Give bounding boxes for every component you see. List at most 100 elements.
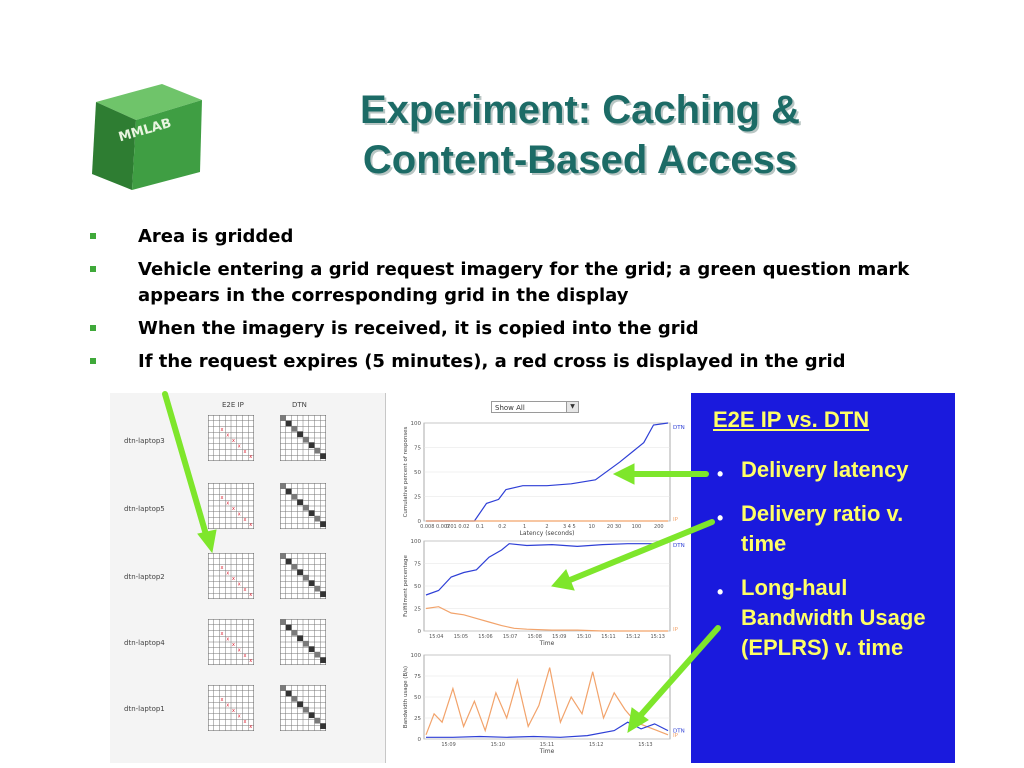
bullet-item: When the imagery is received, it is copi… [88, 316, 948, 342]
bullet-dot-icon: • [717, 464, 724, 484]
bullet-dot-icon: • [717, 508, 724, 528]
legend-label: DTN [673, 425, 685, 431]
square-bullet-icon [90, 358, 96, 364]
x-axis-label: Latency (seconds) [520, 530, 575, 537]
x-tick-label: 100 [632, 524, 642, 530]
svg-text:x: x [226, 636, 229, 642]
x-tick-label: 1 [523, 524, 526, 530]
svg-text:x: x [249, 592, 252, 598]
svg-text:x: x [249, 724, 252, 730]
x-tick-label: 0.008 0.007 [420, 524, 450, 530]
svg-text:x: x [221, 631, 224, 637]
svg-text:x: x [226, 500, 229, 506]
grid-thumbnail [280, 415, 326, 461]
slide-title-line1: Experiment: Caching & [359, 88, 801, 132]
x-tick-label: 10 [589, 524, 595, 530]
x-tick-label: 15:10 [577, 634, 591, 640]
svg-text:x: x [226, 702, 229, 708]
legend-label: IP [673, 627, 679, 633]
y-tick-label: 50 [414, 470, 421, 476]
svg-text:x: x [238, 647, 241, 653]
x-tick-label: 15:07 [503, 634, 517, 640]
y-tick-label: 0 [418, 519, 422, 525]
bullet-item: Area is gridded [88, 224, 948, 250]
x-tick-label: 15:09 [552, 634, 566, 640]
x-tick-label: 15:08 [527, 634, 541, 640]
chevron-down-icon[interactable]: ▼ [566, 402, 578, 412]
grid-display-panel: E2E IP DTN dtn-laptop3 dtn-laptop5 dtn-l… [110, 393, 386, 763]
square-bullet-icon [90, 233, 96, 239]
svg-text:x: x [232, 438, 235, 444]
experiment-figure: E2E IP DTN dtn-laptop3 dtn-laptop5 dtn-l… [110, 393, 955, 763]
x-tick-label: 15:05 [454, 634, 468, 640]
x-tick-label: 2 [545, 524, 548, 530]
grid-thumbnail [280, 553, 326, 599]
row-label: dtn-laptop2 [124, 573, 165, 581]
svg-text:x: x [232, 708, 235, 714]
svg-text:x: x [244, 449, 247, 455]
square-bullet-icon [90, 325, 96, 331]
legend-label: DTN [673, 543, 685, 549]
svg-text:x: x [232, 642, 235, 648]
x-tick-label: 200 [654, 524, 664, 530]
svg-text:x: x [244, 719, 247, 725]
y-axis-label: Bandwidth usage (B/s) [403, 666, 409, 728]
x-tick-label: 15:10 [491, 742, 505, 748]
x-tick-label: 15:09 [441, 742, 455, 748]
x-axis-label: Time [539, 640, 555, 647]
column-header-dtn: DTN [292, 401, 307, 409]
x-tick-label: 15:12 [589, 742, 603, 748]
svg-text:x: x [238, 511, 241, 517]
legend-label: IP [673, 733, 679, 739]
series-line-ip [425, 667, 669, 736]
x-tick-label: 0.01 0.02 [446, 524, 470, 530]
x-axis-label: Time [539, 748, 555, 755]
svg-text:x: x [221, 565, 224, 571]
square-bullet-icon [90, 266, 96, 272]
svg-text:x: x [249, 658, 252, 664]
y-tick-label: 0 [418, 629, 422, 635]
grid-thumbnail [280, 619, 326, 665]
row-label: dtn-laptop4 [124, 639, 165, 647]
summary-item: •Long-haul Bandwidth Usage (EPLRS) v. ti… [717, 575, 926, 660]
y-tick-label: 75 [414, 446, 421, 452]
y-tick-label: 25 [414, 607, 421, 613]
svg-text:x: x [232, 576, 235, 582]
legend-label: IP [673, 517, 679, 523]
y-tick-label: 50 [414, 695, 421, 701]
grid-thumbnail [280, 483, 326, 529]
x-tick-label: 15:13 [638, 742, 652, 748]
y-tick-label: 25 [414, 495, 421, 501]
x-tick-label: 15:04 [429, 634, 443, 640]
svg-text:x: x [238, 443, 241, 449]
legend-label: DTN [673, 729, 685, 735]
svg-text:x: x [238, 581, 241, 587]
y-tick-label: 75 [414, 674, 421, 680]
svg-text:x: x [244, 517, 247, 523]
show-filter-dropdown[interactable]: Show All▼ [491, 401, 579, 413]
x-tick-label: 0.1 [476, 524, 484, 530]
summary-panel: E2E IP vs. DTN •Delivery latency •Delive… [691, 393, 955, 763]
svg-text:x: x [249, 454, 252, 460]
svg-text:x: x [238, 713, 241, 719]
y-tick-label: 25 [414, 716, 421, 722]
summary-item: •Delivery ratio v. time [717, 501, 904, 556]
x-tick-label: 20 30 [607, 524, 621, 530]
bullet-dot-icon: • [717, 582, 724, 602]
x-tick-label: 15:11 [601, 634, 615, 640]
x-tick-label: 0.2 [498, 524, 506, 530]
bullet-item: Vehicle entering a grid request imagery … [88, 257, 948, 309]
summary-list: •Delivery latency •Delivery ratio v. tim… [711, 455, 951, 677]
row-label: dtn-laptop5 [124, 505, 165, 513]
svg-text:x: x [221, 427, 224, 433]
y-tick-label: 100 [411, 653, 422, 659]
svg-text:x: x [244, 587, 247, 593]
summary-item: •Delivery latency [711, 455, 951, 485]
svg-text:x: x [226, 570, 229, 576]
bullet-item: If the request expires (5 minutes), a re… [88, 349, 948, 375]
